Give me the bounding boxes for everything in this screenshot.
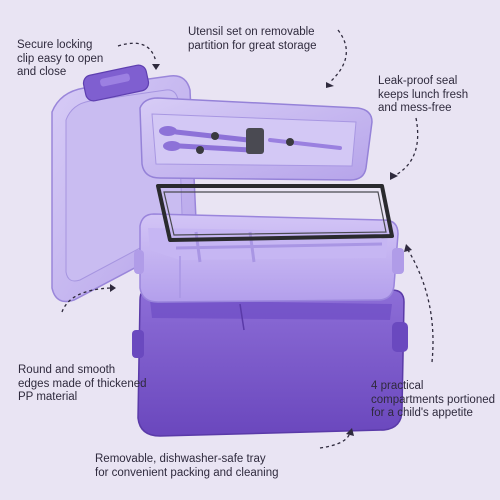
callout-line: edges made of thickened — [18, 377, 147, 390]
callout-line: compartments portioned — [371, 393, 496, 406]
callout-line: for convenient packing and cleaning — [95, 466, 279, 479]
compartment-tray — [134, 213, 404, 303]
base-box — [132, 285, 408, 437]
callout-line: Removable, dishwasher-safe tray — [95, 453, 266, 465]
callout-line: Utensil set on removable — [188, 26, 315, 38]
callout-removable-tray: Removable, dishwasher-safe tray for conv… — [95, 453, 279, 480]
utensil-partition — [139, 97, 373, 181]
callout-line: 4 practical — [371, 380, 424, 392]
callout-line: PP material — [18, 391, 78, 403]
callout-round-edges: Round and smooth edges made of thickened… — [18, 364, 147, 405]
callout-line: and close — [17, 66, 67, 78]
callout-line: for a child's appetite — [371, 407, 473, 419]
dashed-curved-arrow-icon — [61, 29, 434, 449]
callout-locking-clip: Secure locking clip easy to open and clo… — [17, 39, 103, 80]
leak-proof-seal — [156, 184, 394, 242]
callout-leak-proof-seal: Leak-proof seal keeps lunch fresh and me… — [378, 75, 468, 116]
callout-line: clip easy to open — [17, 52, 104, 65]
callout-line: Secure locking — [17, 39, 93, 51]
callout-line: Round and smooth — [18, 364, 116, 376]
callout-line: keeps lunch fresh — [378, 88, 469, 101]
callout-utensil-set: Utensil set on removable partition for g… — [188, 26, 317, 53]
callout-line: partition for great storage — [188, 39, 317, 52]
utensil-set — [159, 126, 342, 154]
callout-line: Leak-proof seal — [378, 75, 458, 87]
arrowheads — [110, 64, 412, 436]
locking-clip — [82, 64, 150, 102]
callout-compartments: 4 practical compartments portioned for a… — [371, 380, 495, 421]
callout-line: and mess-free — [378, 102, 452, 114]
